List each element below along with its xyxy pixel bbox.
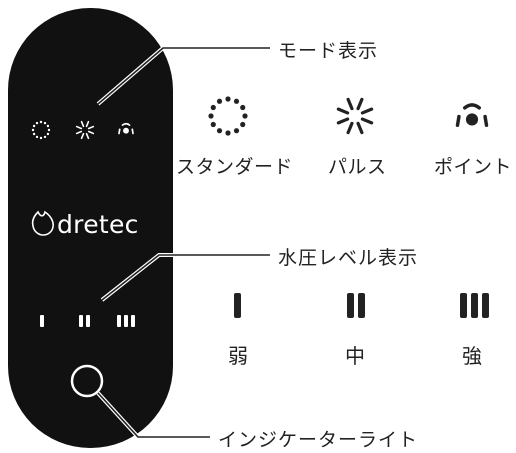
mode-display-label: モード表示 <box>278 40 379 62</box>
indicator-light-leader-line <box>96 391 210 439</box>
device-body <box>8 8 173 448</box>
point-mode-icon <box>455 103 489 127</box>
device-level-low-icon <box>40 315 44 327</box>
device-pulse-mode-icon <box>75 120 95 140</box>
level-medium-icon <box>347 293 365 318</box>
standard-mode-icon <box>208 96 248 136</box>
device-point-mode-icon <box>118 122 134 135</box>
mode-display-leader-line <box>96 46 270 106</box>
mode-pulse-label: パルス <box>328 156 387 178</box>
brand-logo-text: dretec <box>57 210 139 239</box>
device-level-high-icon <box>117 315 135 327</box>
level-low-label: 弱 <box>228 344 248 368</box>
level-medium-label: 中 <box>345 344 365 368</box>
dretec-logo-drop-icon <box>31 210 54 236</box>
pressure-display-leader-line <box>100 253 270 302</box>
level-high-icon <box>460 293 489 318</box>
mode-standard-label: スタンダード <box>176 156 294 178</box>
device-level-medium-icon <box>79 315 90 327</box>
level-high-label: 強 <box>462 344 482 368</box>
indicator-light-label: インジケーターライト <box>218 429 419 451</box>
mode-point-label: ポイント <box>434 156 513 178</box>
device-standard-mode-icon <box>31 120 51 140</box>
water-pressure-display-label: 水圧レベル表示 <box>278 247 419 269</box>
pulse-mode-icon <box>336 97 374 135</box>
level-low-icon <box>234 293 241 318</box>
indicator-light <box>70 364 104 398</box>
